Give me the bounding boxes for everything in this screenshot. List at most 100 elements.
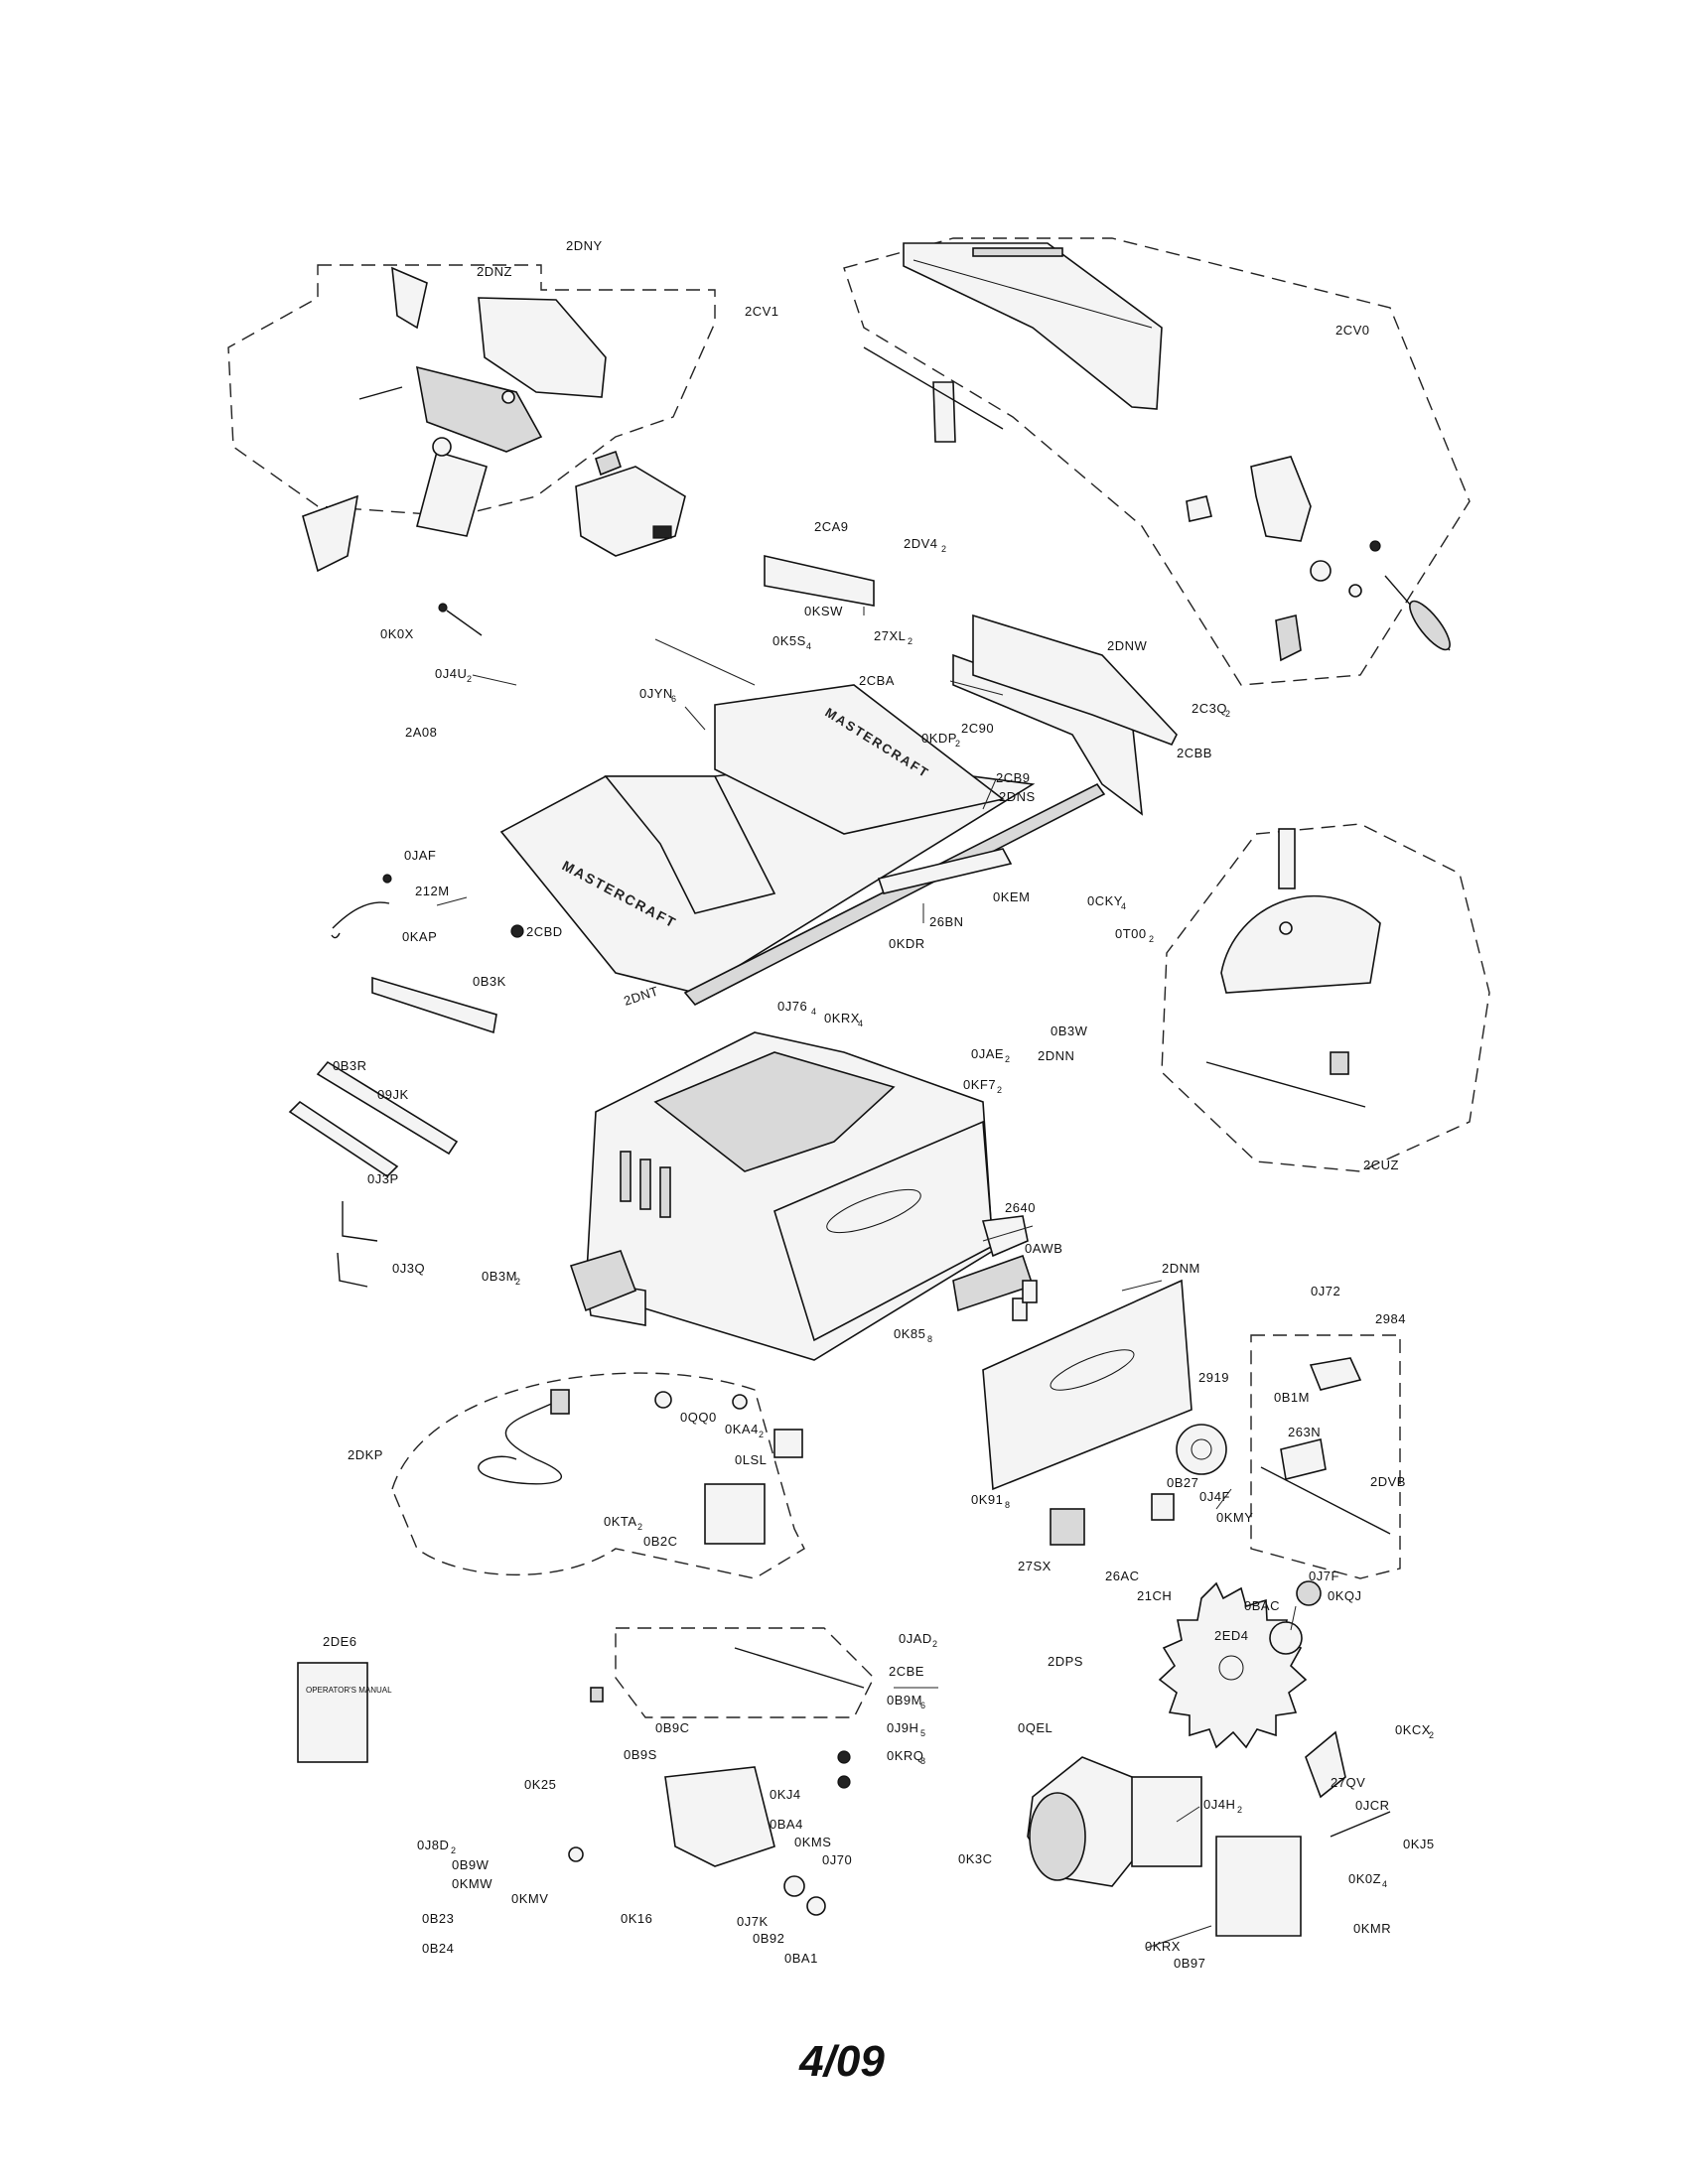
subscript-0J4H: 2: [1237, 1805, 1243, 1815]
subscript-0J8D: 2: [451, 1845, 457, 1855]
switch-box-0B2C: [704, 1483, 766, 1545]
subscript-0B9M: 6: [920, 1701, 926, 1710]
switch-housing: [569, 1250, 637, 1312]
guard-support-arm: [575, 466, 686, 557]
label-0KMS: 0KMS: [794, 1835, 831, 1849]
label-2DE6: 2DE6: [323, 1634, 357, 1649]
label-263N: 263N: [1288, 1425, 1321, 1439]
miter-handle: [1278, 828, 1296, 889]
group-lock-bracket-outline: [1250, 1334, 1401, 1579]
label-0KRX: 0KRX: [1145, 1939, 1181, 1954]
subscript-0T00: 2: [1149, 934, 1155, 944]
fence-lock-cam: [1250, 456, 1312, 542]
rip-fence-assembly: [863, 242, 1451, 662]
hex-key-0J3Q: [337, 1252, 368, 1288]
miter-stop: [1330, 1051, 1349, 1075]
label-2CV0: 2CV0: [1335, 323, 1370, 338]
miter-bar: [1205, 1061, 1366, 1108]
riving-knife-bracket: [302, 494, 359, 573]
power-cord: [478, 1401, 563, 1485]
guard-bushing: [432, 437, 452, 457]
label-2DV4: 2DV4: [904, 536, 938, 551]
label-0K91: 0K91: [971, 1492, 1003, 1507]
fence-lock-rod: [863, 346, 1004, 430]
label-0J7K: 0J7K: [737, 1914, 769, 1929]
label-0J7F: 0J7F: [1309, 1569, 1339, 1583]
subscript-0J4U: 2: [467, 674, 473, 684]
label-0B23: 0B23: [422, 1911, 454, 1926]
label-0BAC: 0BAC: [1244, 1598, 1280, 1613]
splitter: [416, 450, 488, 537]
label-21CH: 21CH: [1137, 1588, 1172, 1603]
label-0B1M: 0B1M: [1274, 1390, 1310, 1405]
label-0B2C: 0B2C: [643, 1534, 678, 1549]
label-2DNN: 2DNN: [1038, 1048, 1074, 1063]
label-2CBB: 2CBB: [1177, 746, 1212, 760]
label-0J70: 0J70: [822, 1852, 852, 1867]
subscript-2DV4: 2: [941, 544, 947, 554]
base-top-opening: [653, 1051, 896, 1172]
label-2DNM: 2DNM: [1162, 1261, 1200, 1276]
motor-bracket-0K0Z: [1215, 1836, 1302, 1937]
label-2DKP: 2DKP: [348, 1447, 383, 1462]
bracket-plate: [590, 1687, 604, 1703]
label-2919: 2919: [1198, 1370, 1229, 1385]
base-right-flange: [981, 1215, 1029, 1258]
label-0K0Z: 0K0Z: [1348, 1871, 1381, 1886]
wrench-09JK: [316, 1060, 459, 1156]
label-2984: 2984: [1375, 1311, 1406, 1326]
subscript-0JYN: 6: [671, 694, 677, 704]
subscript-0KRX4: 4: [858, 1019, 864, 1028]
motor-pivot-bracket-0B9S: [664, 1766, 775, 1867]
label-0KF7: 0KF7: [963, 1077, 996, 1092]
subscript-0K85: 8: [927, 1334, 933, 1344]
pointer-26AC: [1151, 1493, 1175, 1521]
arbor-washer-2ED4: [1269, 1621, 1303, 1655]
label-2CB9: 2CB9: [996, 770, 1031, 785]
label-0B24: 0B24: [422, 1941, 454, 1956]
label-0JYN: 0JYN: [639, 686, 673, 701]
table-insert-left: [604, 775, 776, 914]
subscript-0J9H: 5: [920, 1728, 926, 1738]
label-2640: 2640: [1005, 1200, 1036, 1215]
label-27SX: 27SX: [1018, 1559, 1052, 1573]
motor-mount: [1131, 1776, 1202, 1867]
group-blade-guard-outline: [227, 264, 716, 517]
label-0BA4: 0BA4: [770, 1817, 803, 1832]
handwheel-0B1M: [1176, 1424, 1227, 1475]
label-0J72: 0J72: [1311, 1284, 1340, 1298]
label-0KAP: 0KAP: [402, 929, 437, 944]
switch-bracket-assembly: OPERATOR'S MANUAL: [297, 1647, 865, 1916]
label-0KJ4: 0KJ4: [770, 1787, 801, 1802]
subscript-0KRQ: 8: [920, 1756, 926, 1766]
label-2DNS: 2DNS: [999, 789, 1036, 804]
subscript-0KA4: 2: [759, 1430, 765, 1439]
label-2CA9: 2CA9: [814, 519, 849, 534]
label-0B3R: 0B3R: [333, 1058, 367, 1073]
label-0B9S: 0B9S: [624, 1747, 657, 1762]
label-0K5S: 0K5S: [772, 633, 806, 648]
subscript-0KCX: 2: [1429, 1730, 1435, 1740]
label-0BA1: 0BA1: [784, 1951, 818, 1966]
anti-kickback-pawl: [391, 266, 428, 330]
label-2DNT: 2DNT: [622, 983, 660, 1008]
label-0J4H: 0J4H: [1203, 1797, 1235, 1812]
label-26BN: 26BN: [929, 914, 964, 929]
label-27QV: 27QV: [1331, 1775, 1365, 1790]
switch-0LSL: [773, 1429, 803, 1458]
blade-plate-small: [764, 554, 875, 607]
label-0K25: 0K25: [524, 1777, 556, 1792]
table-support-bar: [877, 848, 1013, 894]
motor-and-blade: [1027, 1580, 1391, 1937]
subscript-0KTA: 2: [637, 1522, 643, 1532]
label-0J3P: 0J3P: [367, 1171, 399, 1186]
label-2DNW: 2DNW: [1107, 638, 1148, 653]
power-cord-and-switch: [478, 1389, 803, 1545]
label-0KMY: 0KMY: [1216, 1510, 1253, 1525]
loose-tools: [288, 874, 497, 1288]
label-0B9M: 0B9M: [887, 1693, 922, 1707]
subscript-0KF7: 2: [997, 1085, 1003, 1095]
bevel-lock-27SX: [1050, 1508, 1085, 1546]
label-0K0X: 0K0X: [380, 626, 414, 641]
label-0KDP: 0KDP: [921, 731, 957, 746]
